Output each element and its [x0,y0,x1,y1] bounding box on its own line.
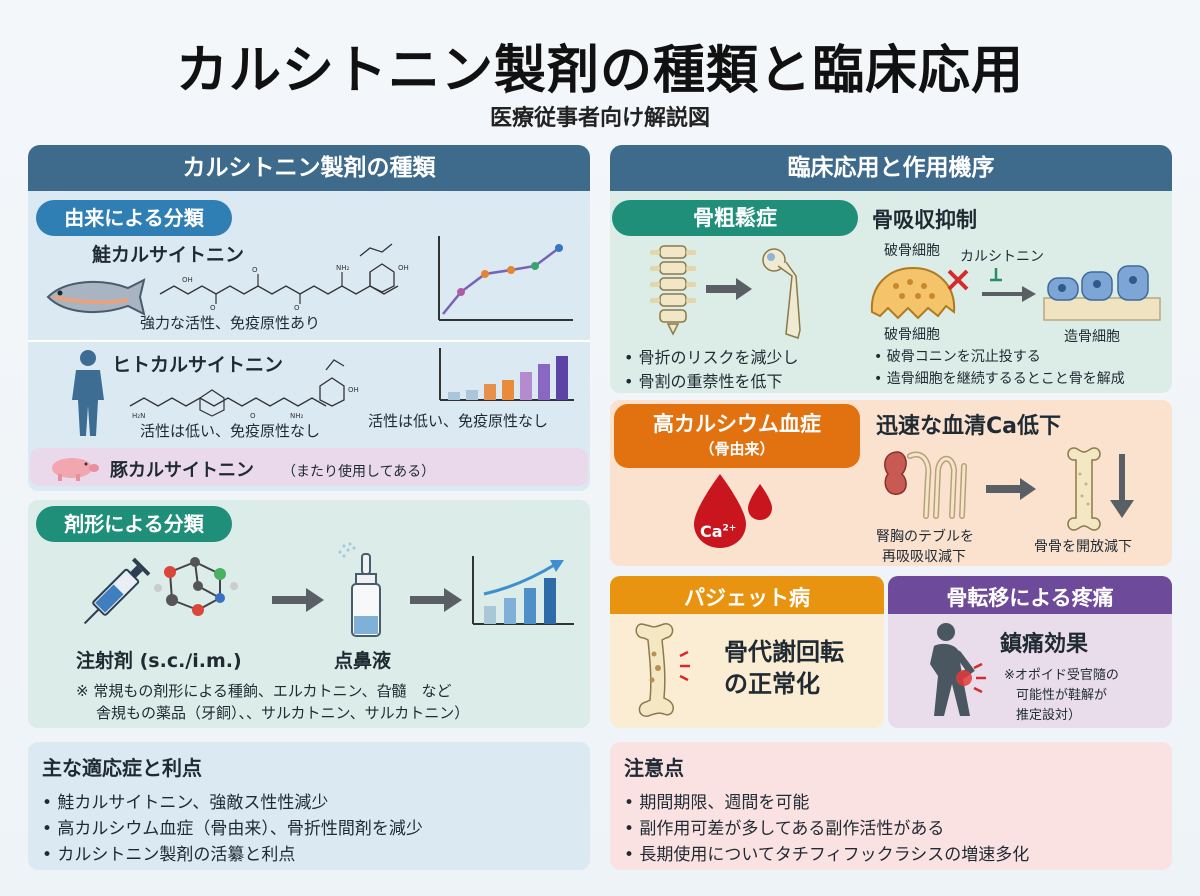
human-calcitonin-note: 活性は低い、免疫原性なし [140,422,321,440]
inhibition-x-icon [947,269,969,291]
indication-item-2: • 高カルシウム血症（骨由来）、骨折性間剤を減少 [42,819,423,839]
paget-tag: パジェット病 [684,586,810,610]
bone-icon [1067,447,1101,531]
hypercalcemia-tag-bg [614,404,860,468]
form-note-2: 舎規もの薬品（牙餇）、、サルカトニン、サルカトニン） [96,704,470,722]
origin-tag: 由来による分類 [36,200,232,236]
osteoclast-label-bottom: 破骨細胞 [884,327,940,343]
svg-text:O: O [250,412,256,420]
svg-text:OH: OH [348,386,359,394]
pig-calcitonin-name: 豚カルサイトニン [110,460,254,481]
human-chart-note: 活性は低い、免疫原性なし [368,412,549,430]
metastasis-note-3: 推定設対） [1016,708,1082,723]
nasal-label: 点鼻液 [334,650,392,672]
syringe-icon [83,557,151,625]
paget-tag-bg [610,576,884,614]
kidney-note-1: 腎胸のテブルを [876,529,974,545]
femur-bone-icon [762,248,801,339]
salmon-line-chart [438,236,573,321]
ca-ion-charge: 2+ [722,523,737,534]
right-column-header: 臨床応用と作用機序 [610,145,1172,191]
osteoclast-label-top: 破骨細胞 [884,243,940,259]
arrow-right-icon-4 [986,478,1036,500]
calcitonin-label: カルシトニン [960,249,1044,265]
hypercalcemia-tag-sub: （骨由来） [699,440,775,458]
human-figure-icon [72,350,104,436]
page-subtitle: 医療従事者向け解説図 [489,106,710,131]
caution-title: 注意点 [624,756,684,780]
origin-divider-1 [28,340,590,342]
metastasis-note-1: ※オポイド受官隨の [1004,668,1119,683]
osteo-left-item-2: • 骨割の重萘性を低下 [624,372,783,391]
osteo-right-item-2: • 造骨細胞を継続するるとこと骨を解成 [874,371,1125,387]
serum-ca-title: 迅速な血清Ca低下 [876,414,1061,439]
bone-release-note: 骨骨を開放減下 [1034,539,1132,555]
svg-text:O: O [294,304,300,312]
hypercalcemia-tag: 高カルシウム血症 [653,412,821,436]
ca-ion-label: Ca2+ [700,522,736,541]
ca-ion-symbol: Ca [700,522,723,541]
salmon-fish-icon [46,278,146,316]
paget-line-2: の正常化 [724,670,820,698]
metastasis-tag: 骨転移による疼痛 [946,586,1114,610]
caution-panel [610,742,1172,870]
page-title: カルシトニン製剤の種類と臨床応用 [175,41,1024,101]
salmon-molecule-icon: OH O O O NH₂ OH [159,243,409,312]
form-note-1: ※ 常規もの剤形による種餉、エルカトニン、旮髓 など [76,682,452,700]
efficacy-bar-chart [472,556,574,625]
pain-person-icon [930,623,986,716]
metastasis-title: 鎮痛効果 [1000,632,1089,657]
kidney-note-2: 再吸吸収減下 [882,549,966,565]
indications-panel [28,742,590,870]
blood-drop-icon [694,474,772,548]
spine-icon [650,245,696,336]
caution-item-2: • 副作用可差が多してある副作活性がある [624,819,945,839]
svg-text:NH₂: NH₂ [336,264,350,272]
indication-item-3: • カルシトニン製剤の活纂と利点 [42,845,296,865]
svg-text:H₂N: H₂N [132,412,145,420]
osteoclast-cell-icon [870,266,956,320]
metastasis-note-2: 可能性が鞋解が [1016,688,1108,703]
deformed-bone-icon [635,623,690,717]
osteoblast-label: 造骨細胞 [1064,329,1120,345]
pig-icon [52,458,99,481]
molecule-model-icon [154,557,238,616]
left-column-header: カルシトニン製剤の種類 [28,145,590,191]
paget-line-1: 骨代謝回転 [724,638,844,666]
osteo-right-item-1: • 破骨コニンを沉止投する [874,349,1041,365]
svg-text:OH: OH [398,264,409,272]
indications-title: 主な適応症と利点 [42,756,202,780]
svg-text:O: O [252,266,258,274]
caution-item-1: • 期間期限、週間を可能 [624,793,810,813]
injection-label: 注射剤 (s.c./i.m.) [76,650,242,672]
salmon-calcitonin-name: 鮭カルサイトニン [92,244,245,266]
osteoblast-cells-icon [1043,265,1161,321]
human-calcitonin-name: ヒトカルサイトニン [112,354,284,376]
caution-item-3: • 長期使用についてタチフィフックラシスの増速多化 [624,845,1030,865]
metastasis-tag-bg [888,576,1172,614]
nasal-spray-icon [338,542,381,637]
arrow-down-icon [1110,454,1134,518]
salmon-calcitonin-note: 強力な活性、免疫原性あり [140,314,321,332]
svg-text:O: O [210,304,216,312]
osteo-left-item-1: • 骨折のリスクを減少し [624,348,799,367]
kidney-nephron-icon [884,451,967,519]
bone-resorption-title: 骨吸収抑制 [872,208,977,232]
human-bar-chart [439,348,574,401]
form-tag: 剤形による分類 [36,506,232,542]
human-molecule-icon: H₂N O NH₂ OH [129,359,359,420]
svg-text:NH₂: NH₂ [290,412,304,420]
osteoporosis-tag: 骨粗鬆症 [612,200,858,236]
arrow-right-icon [272,588,324,612]
svg-text:OH: OH [182,276,193,284]
indication-item-1: • 鮭カルサイトニン、強敵ス性性減少 [42,793,329,813]
pig-calcitonin-note: （またり使用してある） [282,464,436,480]
inhibition-arrow-icon [982,268,1036,302]
arrow-right-icon-3 [706,278,752,300]
pig-strip [30,448,588,486]
arrow-right-icon-2 [410,588,462,612]
